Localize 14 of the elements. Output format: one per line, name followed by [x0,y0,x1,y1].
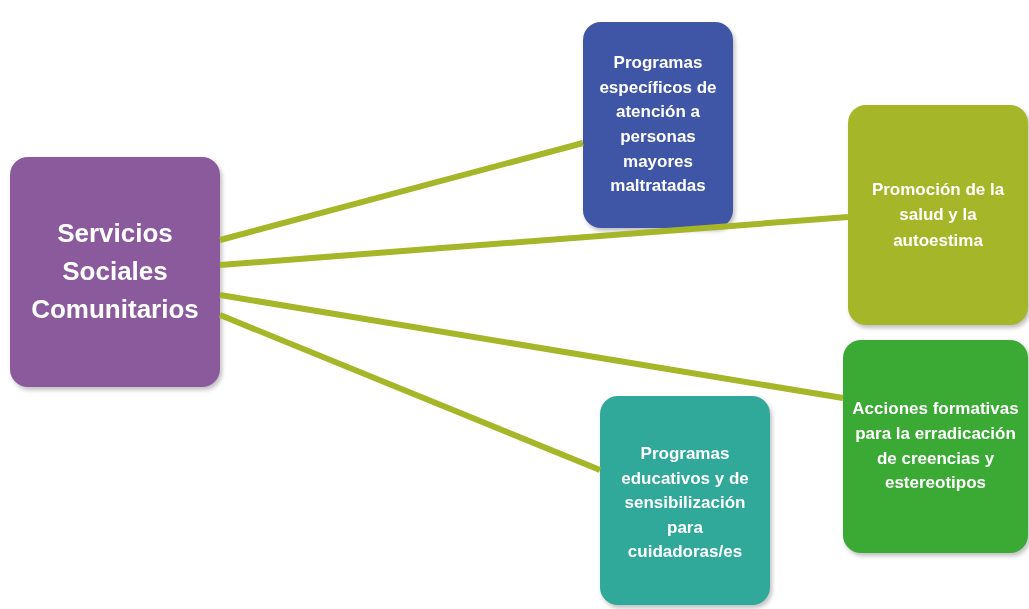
box-text: Servicios Sociales Comunitarios [30,217,200,326]
box-text: Acciones formativas para la erradicación de creencias y estereotipos [851,398,1020,495]
connector-line [219,214,849,268]
process-box [848,105,1028,325]
box-text: Promoción de la salud y la autoestima [870,178,1006,252]
connector-line [219,140,584,243]
box-text: Programas específicos de atención a personas mayores maltratadas [598,52,718,198]
process-box [583,22,733,228]
process-box [843,340,1028,553]
box-text: Programas educativos y de sensibilización para cuidadoras/es [620,442,750,564]
process-box [600,396,770,605]
process-box [10,157,220,387]
connector-line [219,292,844,401]
connector-line [218,312,602,473]
